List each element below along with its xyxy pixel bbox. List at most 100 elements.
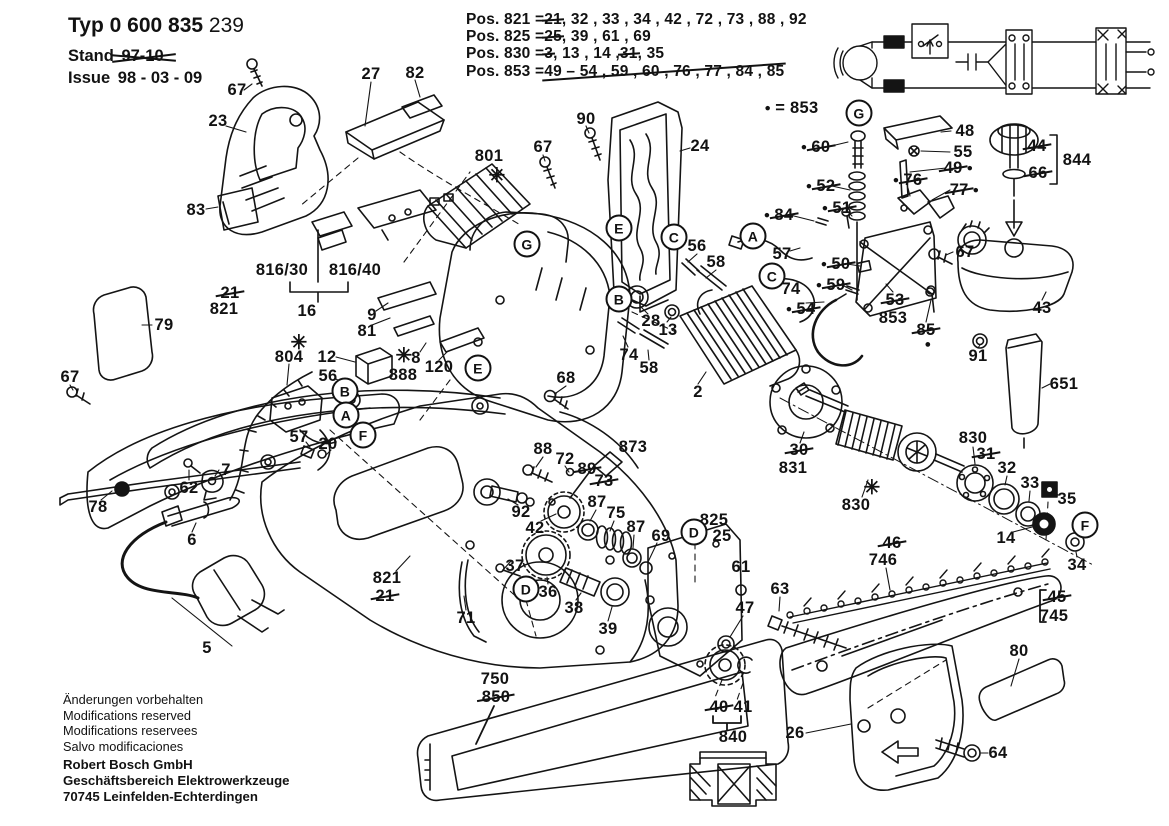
part-label-26: 26 xyxy=(785,723,805,742)
screw-64 xyxy=(935,737,981,762)
type-number-line: Typ 0 600 835 239 xyxy=(68,14,244,38)
part-label-46: 46 xyxy=(882,533,902,552)
typ-suffix: 239 xyxy=(208,14,244,37)
part-label-825: 825 xyxy=(699,510,729,529)
screw-67-top xyxy=(246,58,263,87)
part-label-12: 12 xyxy=(317,347,337,366)
circled-letter-B: B xyxy=(331,377,359,405)
part-label-: ✳ xyxy=(488,165,506,187)
part-label-88: 88 xyxy=(533,439,553,458)
motor-housing-part xyxy=(423,163,631,423)
part-label-43: 43 xyxy=(1032,298,1052,317)
front-handle-parts xyxy=(59,286,506,530)
part-label-55: 55 xyxy=(953,142,973,161)
part-label-850: 850 xyxy=(481,687,511,706)
circled-letter-E: E xyxy=(464,354,492,382)
part-label-67: 67 xyxy=(955,242,975,261)
stand-line: Stand 97-10 xyxy=(68,47,167,66)
part-label-5: 5 xyxy=(202,638,212,657)
plate-83-part xyxy=(217,187,259,231)
part-label-: ✳ xyxy=(290,332,308,354)
typ-number: 0 600 835 xyxy=(109,14,204,37)
part-label-58: 58 xyxy=(706,252,726,271)
circuit-diagram xyxy=(833,23,1155,95)
part-label-59: ●59 xyxy=(815,275,846,294)
pos-line-4: Pos. 853 = 49 – 54 , 59 , 60 , 76 , 77 ,… xyxy=(466,62,785,80)
part-label-67: 67 xyxy=(227,80,247,99)
issue-value: 98 - 03 - 09 xyxy=(117,69,203,87)
legal-line: Modifications reservees xyxy=(63,723,198,739)
part-label-47: 47 xyxy=(735,598,755,617)
part-label-62: 62 xyxy=(179,478,199,497)
sticker-80-part xyxy=(978,658,1066,721)
part-label-78: 78 xyxy=(88,497,108,516)
part-label-816/30: 816/30 xyxy=(255,260,309,279)
pos-line-2: Pos. 825 = 25, 39 , 61 , 69 xyxy=(466,28,651,46)
part-label-20: 20 xyxy=(318,434,338,453)
field-stator-part xyxy=(679,285,801,387)
part-label-2: 2 xyxy=(693,382,703,401)
issue-label: Issue xyxy=(68,69,111,87)
part-label-804: 804 xyxy=(274,347,304,366)
part-label-80: 80 xyxy=(1009,641,1029,660)
part-label-90: 90 xyxy=(576,109,596,128)
part-label-84: ●84 xyxy=(763,205,794,224)
part-label-76: ●76 xyxy=(892,170,923,189)
part-label-89: 89 xyxy=(577,459,597,478)
part-label-=853: ●= 853 xyxy=(764,98,819,117)
part-label-40: 40 xyxy=(709,697,729,716)
part-label-16: 16 xyxy=(297,301,317,320)
label-brackets xyxy=(475,589,1047,745)
part-label-64: 64 xyxy=(988,743,1008,762)
leader-lines xyxy=(69,79,1078,754)
screw-90 xyxy=(584,127,602,161)
saw-chain-part xyxy=(786,548,1051,624)
part-label-23: 23 xyxy=(208,111,228,130)
part-label-14: 14 xyxy=(996,528,1016,547)
part-label-57: 57 xyxy=(772,244,792,263)
part-label-746: 746 xyxy=(868,550,898,569)
part-label-745: 745 xyxy=(1039,606,1069,625)
rear-handle-part xyxy=(219,85,329,236)
cord-clamp-parts xyxy=(183,458,224,501)
part-label-51: ●51 xyxy=(821,198,852,217)
part-label-75: 75 xyxy=(606,503,626,522)
part-label-28: 28 xyxy=(641,311,661,330)
part-label-82: 82 xyxy=(405,63,425,82)
part-label-38: 38 xyxy=(564,598,584,617)
issue-line: Issue 98 - 03 - 09 xyxy=(68,69,205,88)
part-label-83: 83 xyxy=(186,200,206,219)
pos-line-3: Pos. 830 = 3, 13 , 14 , 31, 35 xyxy=(466,45,665,63)
part-label-39: 39 xyxy=(598,619,618,638)
part-label-888: 888 xyxy=(388,365,418,384)
part-label-53: 53 xyxy=(885,290,905,309)
part-label-81: 81 xyxy=(357,321,377,340)
part-label-61: 61 xyxy=(731,557,751,576)
legal-line: Modifications reserved xyxy=(63,707,192,723)
circled-letter-E: E xyxy=(605,214,633,242)
circled-letter-G: G xyxy=(845,99,873,127)
part-label-87: 87 xyxy=(587,492,607,511)
part-label-816/40: 816/40 xyxy=(328,260,382,279)
armature-part xyxy=(795,382,965,473)
part-label-42: 42 xyxy=(525,518,545,537)
part-label-34: 34 xyxy=(1067,555,1087,574)
part-label-7: 7 xyxy=(221,460,231,479)
part-label-32: 32 xyxy=(997,458,1017,477)
part-label-58: 58 xyxy=(639,358,659,377)
part-label-41: 41 xyxy=(733,697,753,716)
part-label-120: 120 xyxy=(424,357,454,376)
circled-letter-C: C xyxy=(758,262,786,290)
sprocket-parts xyxy=(704,644,753,686)
circled-letter-F: F xyxy=(1071,511,1099,539)
part-label-67: 67 xyxy=(60,367,80,386)
part-label-844: 844 xyxy=(1062,150,1092,169)
part-label-801: 801 xyxy=(474,146,504,165)
power-cord-parts xyxy=(120,371,313,647)
part-label-87: 87 xyxy=(626,517,646,536)
part-label-85: 85 xyxy=(916,320,936,339)
part-label-60: ●60 xyxy=(800,137,831,156)
part-label-74: 74 xyxy=(619,345,639,364)
